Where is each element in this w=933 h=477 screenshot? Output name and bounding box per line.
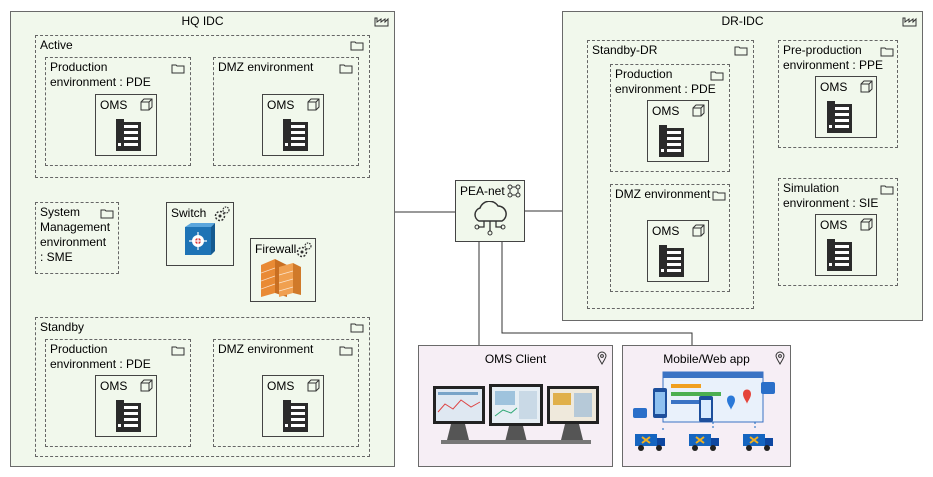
cube-icon [692,224,705,240]
dr-dmz-label: DMZ environment [615,187,711,201]
factory-icon [902,15,917,30]
oms-node-label: OMS [100,379,128,393]
oms-node-label: OMS [100,98,128,112]
folder-icon [880,46,894,60]
firewall-label: Firewall [255,242,297,256]
cube-icon [692,104,705,120]
hq-idc-title: HQ IDC [181,14,224,28]
peanet-to-mobile-link [501,240,693,345]
active-group: Active [35,35,370,178]
folder-icon [710,70,724,84]
oms-node[interactable]: OMS [815,214,877,276]
oms-client-region[interactable]: OMS Client [418,345,613,467]
sme-label: System Management environment : SME [40,205,111,264]
oms-node[interactable]: OMS [647,100,709,162]
dr-idc-title: DR-IDC [721,14,764,28]
server-icon [116,400,142,435]
standby-label: Standby [40,320,85,334]
network-switch-icon [181,223,215,264]
oms-node[interactable]: OMS [262,94,324,156]
monitors-icon [431,382,601,451]
folder-icon [171,63,185,77]
gear-icon [213,205,231,226]
server-icon [116,119,142,154]
cube-icon [307,379,320,395]
firewall-node[interactable]: Firewall [250,238,316,302]
sie-label: Simulation environment : SIE [783,181,879,210]
dr-dmz-group: DMZ environment [610,184,730,292]
active-pde-group: Production environment : PDE [45,57,191,166]
folder-icon [339,63,353,77]
standby-pde-label: Production environment : PDE [50,342,151,371]
oms-node-label: OMS [267,379,295,393]
standby-pde-group: Production environment : PDE [45,339,191,447]
folder-icon [350,40,364,54]
location-pin-icon [775,351,785,368]
oms-node[interactable]: OMS [95,94,157,156]
server-icon [659,245,685,280]
factory-icon [374,15,389,30]
location-pin-icon [597,351,607,368]
oms-node-label: OMS [820,80,848,94]
standby-group: Standby [35,317,370,457]
mobile-web-title: Mobile/Web app [663,352,750,366]
ppe-group: Pre-production environment : PPE [778,40,898,148]
network-icon [507,184,521,201]
oms-node[interactable]: OMS [262,375,324,437]
gear-icon [295,241,313,262]
active-dmz-label: DMZ environment [218,60,314,74]
ppe-label: Pre-production environment : PPE [783,43,884,72]
oms-node[interactable]: OMS [647,220,709,282]
standby-dr-label: Standby-DR [592,43,658,57]
folder-icon [339,345,353,359]
folder-icon [100,208,114,222]
oms-node[interactable]: OMS [815,76,877,138]
standby-dr-group: Standby-DR [587,40,754,309]
cube-icon [860,80,873,96]
mobile-app-icon [633,370,783,461]
server-icon [659,125,685,160]
sie-group: Simulation environment : SIE [778,178,898,286]
server-icon [827,239,853,274]
switch-node[interactable]: Switch [166,202,234,266]
pea-net-node[interactable]: PEA-net [455,180,525,242]
sme-group: System Management environment : SME [35,202,119,274]
server-icon [827,101,853,136]
active-pde-label: Production environment : PDE [50,60,151,89]
folder-icon [880,184,894,198]
switch-label: Switch [171,206,207,220]
cube-icon [140,98,153,114]
folder-icon [350,322,364,336]
cloud-network-icon [470,200,510,242]
cube-icon [860,218,873,234]
active-dmz-group: DMZ environment [213,57,359,166]
cube-icon [140,379,153,395]
oms-node-label: OMS [267,98,295,112]
oms-node-label: OMS [652,104,680,118]
firewall-icon [260,259,301,300]
active-label: Active [40,38,73,52]
oms-node-label: OMS [652,224,680,238]
oms-client-title: OMS Client [484,352,547,366]
folder-icon [712,190,726,204]
server-icon [283,119,309,154]
mobile-web-region[interactable]: Mobile/Web app [622,345,791,467]
oms-node[interactable]: OMS [95,375,157,437]
oms-node-label: OMS [820,218,848,232]
dr-pde-group: Production environment : PDE [610,64,730,172]
pea-net-label: PEA-net [460,184,505,198]
folder-icon [734,45,748,59]
folder-icon [171,345,185,359]
server-icon [283,400,309,435]
dr-pde-label: Production environment : PDE [615,67,716,96]
standby-dmz-label: DMZ environment [218,342,314,356]
cube-icon [307,98,320,114]
standby-dmz-group: DMZ environment [213,339,359,447]
